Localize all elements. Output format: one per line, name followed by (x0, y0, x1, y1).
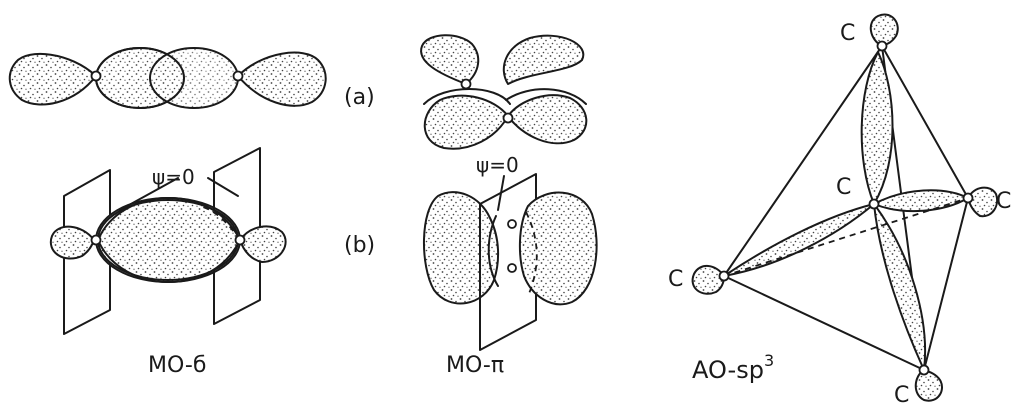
sigma-right-outer-lobe (238, 53, 326, 106)
carbon-label-bottom: C (894, 383, 909, 408)
sigma-overlap-figure (10, 48, 326, 108)
nucleus-top (878, 42, 887, 51)
pi-top-right-lobe (504, 36, 584, 84)
pi-node-label: ψ=0 (476, 153, 519, 177)
nucleus-left (720, 272, 729, 281)
sp3-lobe-right (874, 190, 968, 211)
edge-right-bottom (924, 198, 968, 370)
pi-top-left-lobe (421, 35, 478, 84)
sp3-tetrahedron (693, 15, 997, 401)
caption-ao-sp3: AO-sp3 (692, 351, 774, 384)
sigma-left-nucleus (92, 72, 101, 81)
sigma-right-nucleus (234, 72, 243, 81)
sigma-left-outer-lobe (10, 54, 96, 105)
caption-mo-pi: MO-π (446, 353, 504, 378)
sigma-mo-right-nucleus (236, 236, 245, 245)
pi-mo-upper-nucleus (508, 220, 516, 228)
caption-ao-prefix: AO-sp (692, 356, 764, 384)
nucleus-center (870, 200, 879, 209)
pi-mo-left-lobe (424, 192, 498, 303)
label-a: (a) (344, 85, 375, 110)
nucleus-bottom (920, 366, 929, 375)
pi-mo-lower-nucleus (508, 264, 516, 272)
carbon-label-left: C (668, 267, 683, 292)
pi-lower-nucleus (504, 114, 513, 123)
small-lobe-bottom (916, 370, 942, 401)
sigma-small-left-lobe (51, 227, 94, 259)
carbon-label-center: C (836, 175, 851, 200)
nucleus-right (964, 194, 973, 203)
pi-upper-nucleus (462, 80, 471, 89)
sp3-lobe-down (874, 204, 925, 370)
edge-top-right (882, 46, 968, 198)
carbon-label-top: C (840, 21, 855, 46)
sigma-mo-left-nucleus (92, 236, 101, 245)
sigma-node-label: ψ=0 (152, 165, 195, 189)
carbon-label-right: C (996, 189, 1011, 214)
pi-overlap-figure (421, 35, 586, 148)
caption-ao-superscript: 3 (764, 351, 774, 370)
sp3-lobe-up (862, 52, 893, 204)
caption-mo-sigma: MO-б (148, 353, 206, 378)
sigma-right-inner-lobe (150, 48, 238, 108)
pi-bottom-right-lobe (508, 95, 586, 143)
sp3-lobe-left (724, 204, 874, 276)
small-lobe-right (968, 188, 997, 217)
pi-mo-figure (424, 174, 597, 350)
small-lobe-left (693, 266, 724, 294)
label-b: (b) (344, 233, 375, 258)
sigma-small-right-lobe (240, 226, 286, 262)
pi-bottom-left-lobe (425, 96, 508, 149)
